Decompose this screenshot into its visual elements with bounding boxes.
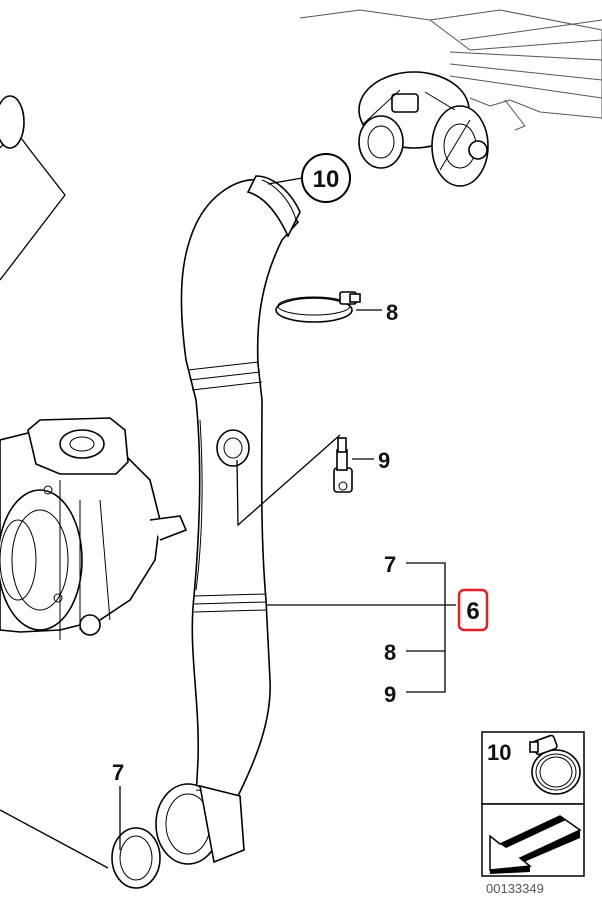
sensor [333,437,353,493]
hose-clamp-icon [529,734,581,795]
callout-6-main[interactable]: 6 [457,588,489,632]
diagram-id: 00133349 [486,881,544,896]
callout-9-right[interactable]: 9 [384,682,396,707]
leader-lines [0,177,456,869]
callout-7-seal[interactable]: 7 [112,760,124,785]
turbocharger [0,95,188,640]
callout-8-right[interactable]: 8 [384,640,396,665]
callout-label: 6 [466,598,479,625]
seal-ring [111,827,161,889]
charge-pipe [155,175,301,865]
callout-label: 10 [313,166,340,193]
callout-9-sensor[interactable]: 9 [378,448,390,473]
arrow-icon [489,815,582,874]
callout-8-clamp[interactable]: 8 [386,300,398,325]
hose-clamp [275,291,361,323]
callout-10-top[interactable]: 10 [301,153,351,203]
throttle-body-assembly [299,9,602,187]
callout-7-right[interactable]: 7 [384,552,396,577]
legend-number: 10 [487,740,511,765]
legend-box: 10 [481,731,585,877]
